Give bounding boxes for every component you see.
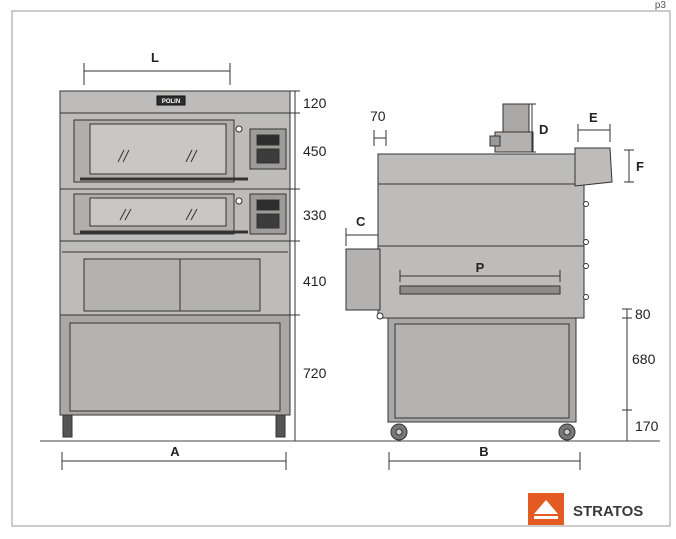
- height-deck-lower: 330: [303, 207, 327, 223]
- logo-text: STRATOS: [573, 503, 643, 520]
- control-display: [256, 199, 280, 211]
- side-knob: [583, 263, 589, 269]
- indicator-lamp: [235, 125, 243, 133]
- label-f: F: [636, 159, 644, 174]
- motor-base: [494, 131, 534, 153]
- glass-reflection: [119, 208, 127, 221]
- dimension-a: [61, 452, 287, 470]
- proofer-door-right: [179, 258, 261, 312]
- label-p: P: [476, 260, 485, 275]
- side-view: [345, 103, 613, 441]
- glass-reflection: [190, 149, 198, 163]
- control-keypad: [256, 148, 280, 164]
- glass-reflection: [117, 149, 125, 163]
- glass-reflection: [190, 208, 198, 221]
- dimension-d: [528, 103, 536, 153]
- tray-p: [399, 285, 561, 295]
- drain-valve: [376, 312, 384, 320]
- dimension-side-heights: [622, 308, 632, 441]
- label-e: E: [589, 110, 598, 125]
- side-knob: [583, 239, 589, 245]
- brand-plate-text: POLIN: [162, 99, 180, 105]
- wheel-front-right: [275, 414, 286, 438]
- height-proofer: 410: [303, 273, 327, 289]
- front-view: POLIN: [59, 90, 291, 438]
- corner-text: p3: [654, 0, 666, 11]
- drawing-panel-border: [11, 10, 671, 527]
- motor-housing: [502, 103, 530, 137]
- label-total-width-a: A: [170, 444, 180, 459]
- up-triangle-icon: [534, 500, 558, 514]
- label-depth-b: B: [479, 444, 488, 459]
- glass-reflection: [124, 208, 132, 221]
- label-70: 70: [370, 108, 386, 124]
- deck-upper-glass: [89, 123, 227, 175]
- label-d: D: [539, 122, 548, 137]
- dimension-f: [624, 149, 634, 183]
- dimension-front-heights: [290, 90, 300, 442]
- dimension-l: [83, 63, 231, 85]
- label-c: C: [356, 214, 366, 229]
- glass-reflection: [122, 149, 130, 163]
- glass-reflection: [185, 208, 193, 221]
- brand-plate: [156, 95, 186, 106]
- motor-coupling: [489, 135, 501, 147]
- height-crown: 120: [303, 95, 327, 111]
- dimension-e: [577, 124, 611, 142]
- stratos-logo: STRATOS: [528, 493, 643, 525]
- height-side-stand: 680: [632, 351, 656, 367]
- dimension-b: [388, 452, 581, 470]
- proofer-door-left: [83, 258, 181, 312]
- height-side-wheels: 170: [635, 418, 659, 434]
- dimension-c: [345, 228, 379, 246]
- side-rear-column: [345, 248, 381, 311]
- wheel-front-left: [62, 414, 73, 438]
- side-hood: [574, 147, 613, 187]
- side-stand-inner: [394, 323, 570, 419]
- side-knob: [583, 294, 589, 300]
- control-display: [256, 134, 280, 146]
- height-stand: 720: [303, 365, 327, 381]
- indicator-lamp: [235, 197, 243, 205]
- height-side-top: 80: [635, 306, 651, 322]
- label-width-l: L: [151, 50, 159, 65]
- glass-reflection: [185, 149, 193, 163]
- control-keypad: [256, 213, 280, 229]
- height-deck-upper: 450: [303, 143, 327, 159]
- stand-inner: [69, 322, 281, 412]
- deck-lower-glass: [89, 197, 227, 227]
- dimension-70: [373, 130, 387, 146]
- side-knob: [583, 201, 589, 207]
